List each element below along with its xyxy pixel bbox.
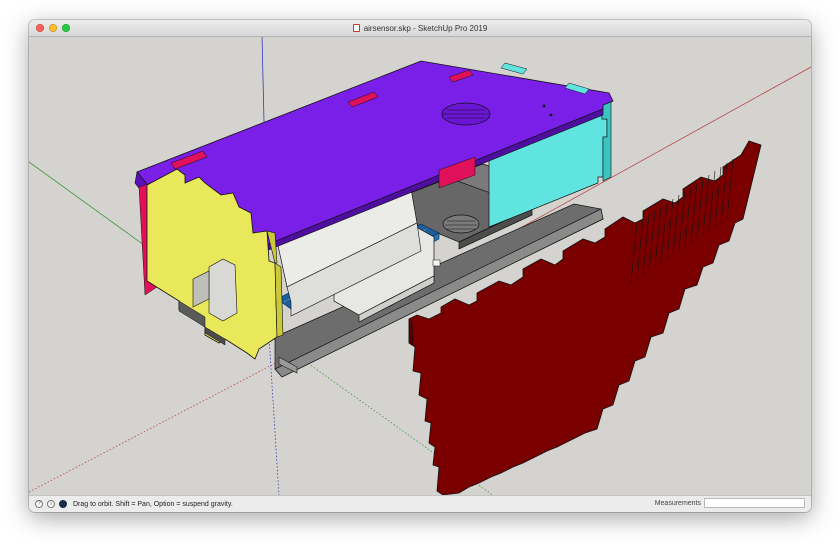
status-hint: Drag to orbit. Shift = Pan, Option = sus… (73, 500, 233, 508)
measurements-input[interactable] (704, 498, 805, 508)
sketchup-window: airsensor.skp - SketchUp Pro 2019 (29, 20, 811, 512)
info-icon[interactable]: i (47, 500, 55, 508)
window-title-group: airsensor.skp - SketchUp Pro 2019 (352, 23, 488, 33)
help-icon[interactable]: ? (35, 500, 43, 508)
user-icon[interactable] (59, 500, 67, 508)
window-controls (36, 24, 70, 32)
title-bar[interactable]: airsensor.skp - SketchUp Pro 2019 (29, 20, 811, 37)
model-canvas[interactable] (29, 37, 811, 496)
model-viewport[interactable] (29, 37, 811, 496)
close-window-button[interactable] (36, 24, 44, 32)
red-axis-dotted (29, 354, 292, 493)
pink-tab-inner (438, 156, 476, 189)
vent-slots (630, 158, 734, 284)
window-title: airsensor.skp - SketchUp Pro 2019 (363, 23, 488, 33)
end-panel[interactable] (146, 168, 284, 360)
side-panel[interactable] (408, 140, 762, 496)
sketchup-file-icon (352, 24, 360, 32)
base-tray[interactable] (274, 203, 604, 378)
status-bar: ? i Drag to orbit. Shift = Pan, Option =… (29, 495, 811, 512)
circuit-board[interactable] (276, 176, 441, 323)
measurements-label: Measurements (654, 500, 701, 507)
minimize-window-button[interactable] (49, 24, 57, 32)
maximize-window-button[interactable] (62, 24, 70, 32)
